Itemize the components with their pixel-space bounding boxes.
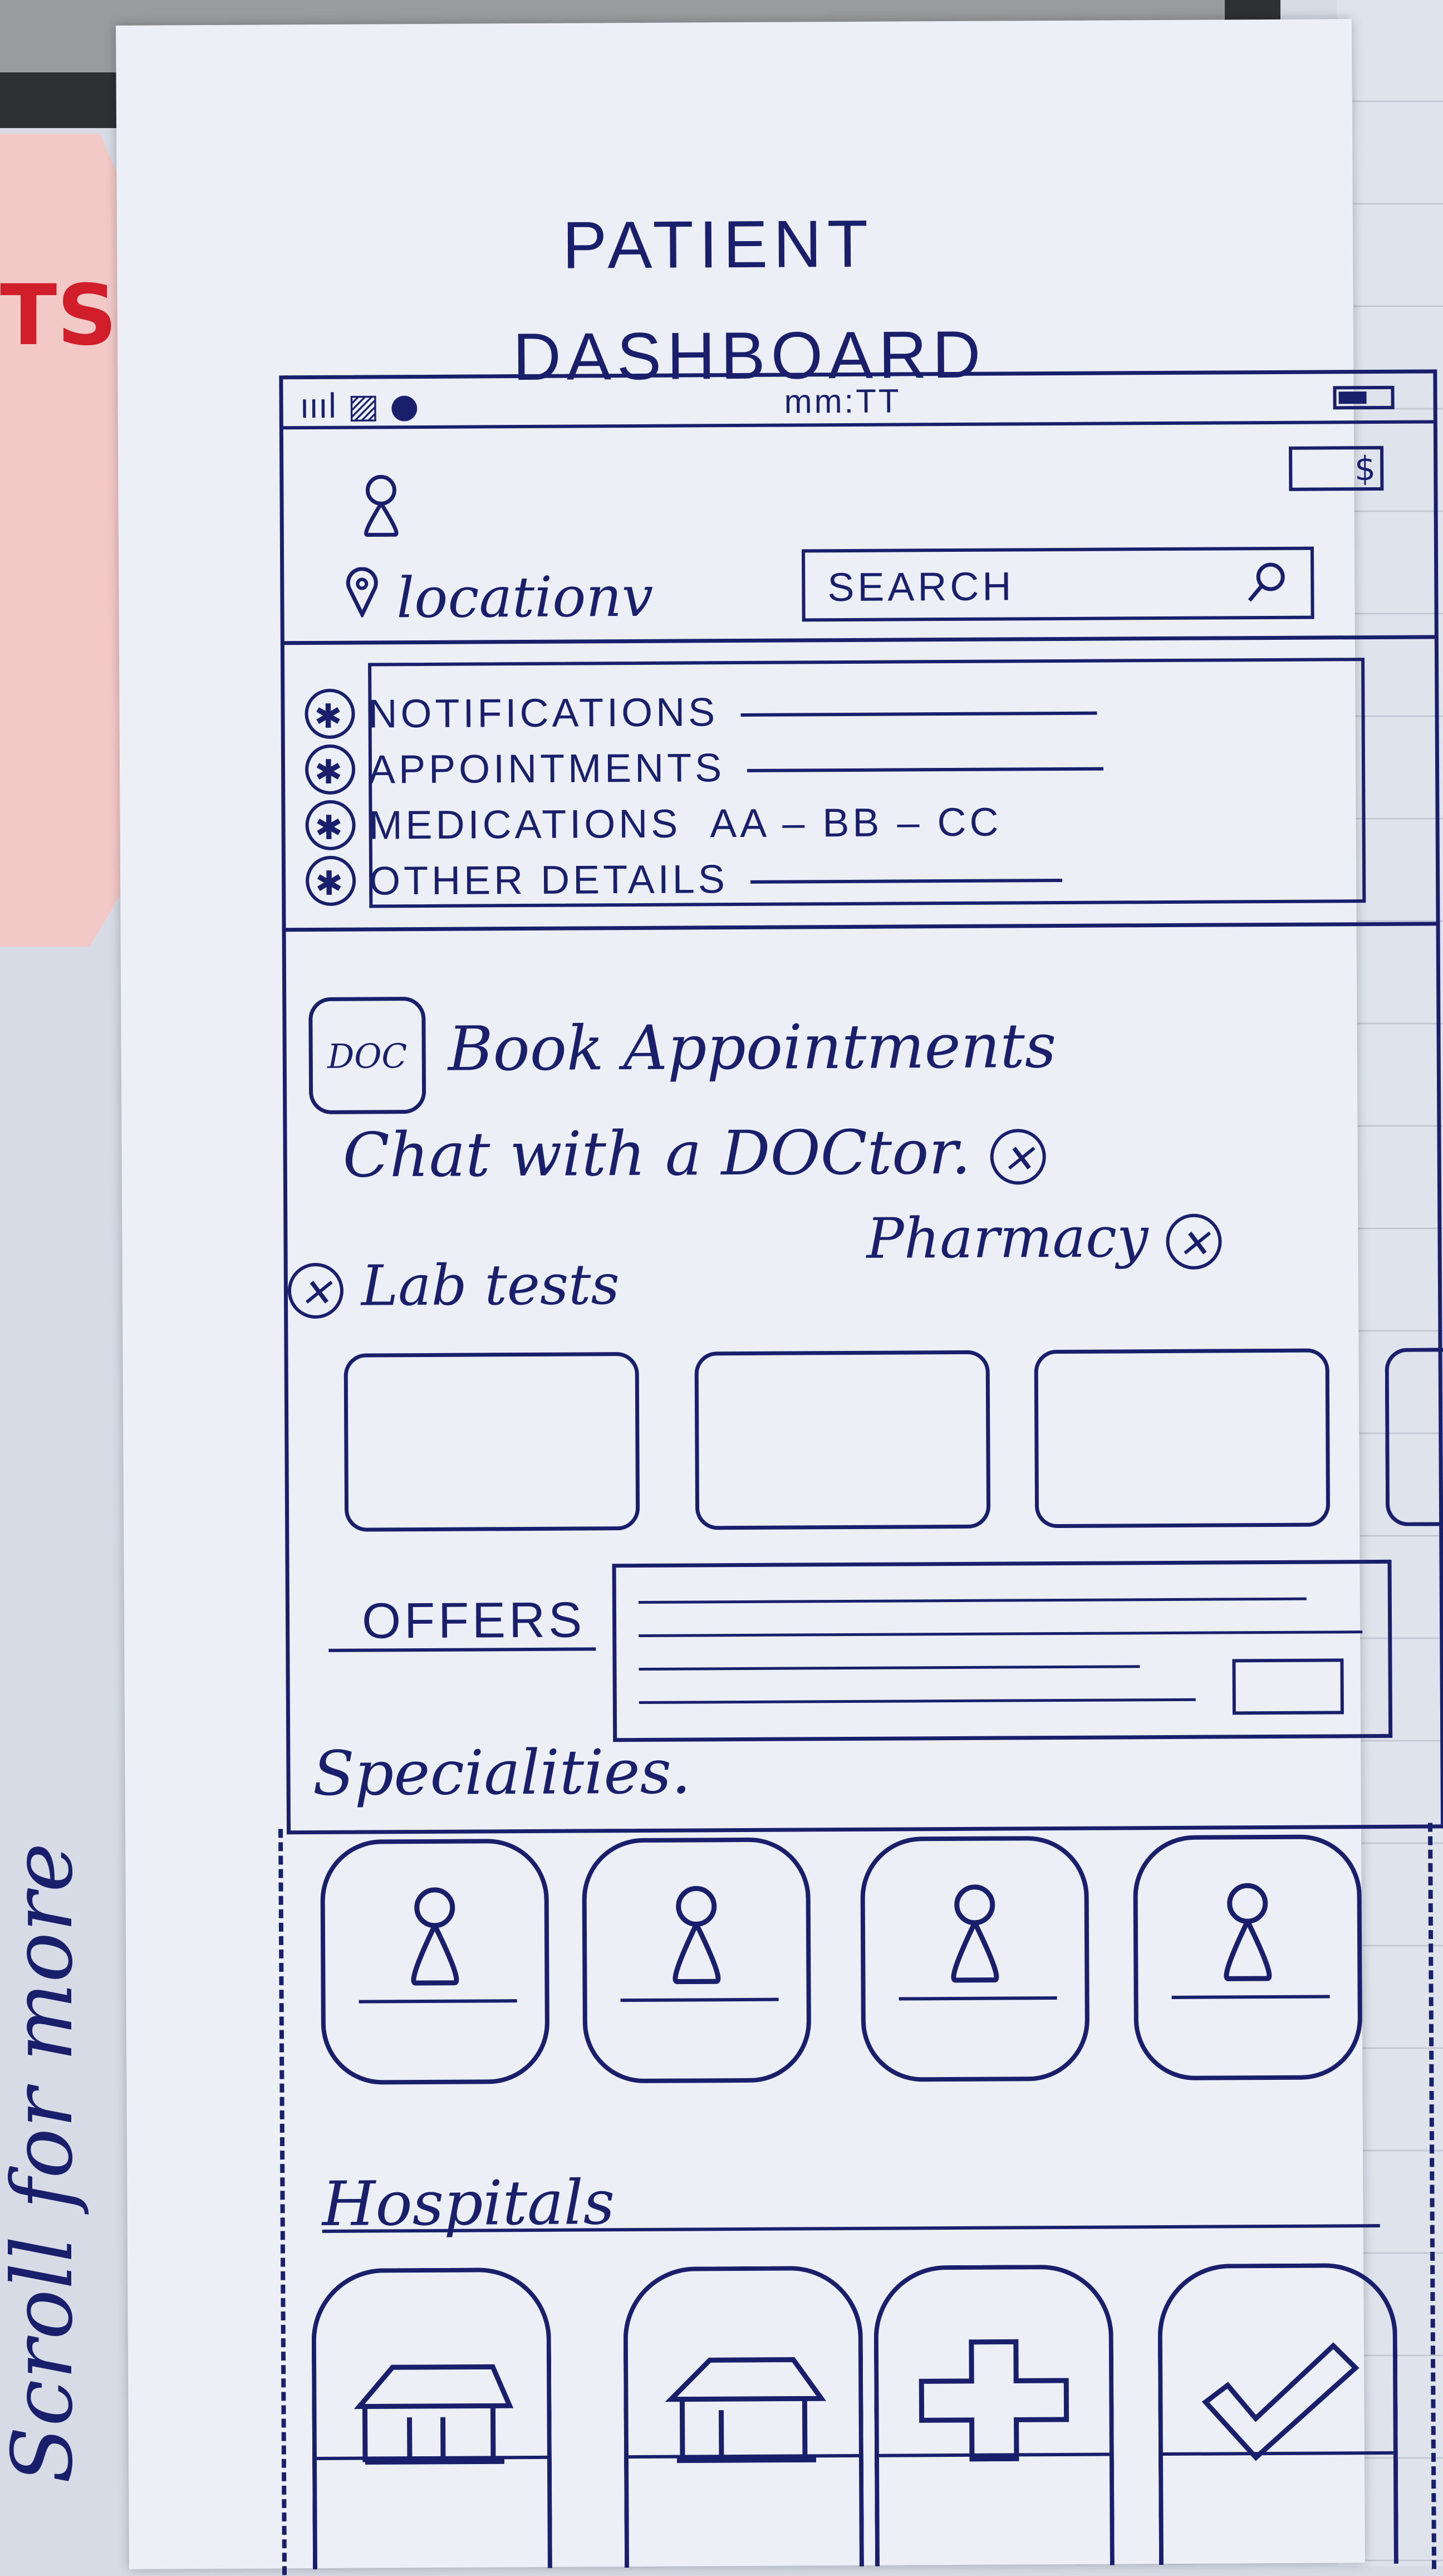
chat-doctor-label: Chat with a DOCtor. [342, 1116, 971, 1191]
hospital-tile[interactable] [623, 2265, 864, 2568]
pharmacy-label: Pharmacy [866, 1204, 1148, 1271]
asterisk-icon: ✱ [305, 744, 356, 795]
speciality-tile[interactable] [1133, 1834, 1363, 2081]
signal-icons: ıııl ▨ ● [300, 386, 419, 427]
close-circle-icon: ✕ [990, 1129, 1047, 1185]
scroll-boundary [278, 1829, 287, 2575]
speciality-tile[interactable] [860, 1835, 1090, 2082]
scribble-line [638, 1597, 1307, 1604]
lab-tests-label: Lab tests [361, 1252, 620, 1319]
scribble-line [639, 1665, 1140, 1671]
summary-row-medications[interactable]: ✱ MEDICATIONS AA – BB – CC [305, 797, 1002, 851]
sticky-note [0, 134, 128, 947]
doctor-icon [411, 1887, 459, 1986]
chevron-down-icon: v [621, 564, 654, 630]
speciality-tile[interactable] [582, 1837, 812, 2084]
carousel-card[interactable] [694, 1350, 991, 1530]
battery-icon [1333, 385, 1395, 410]
specialities-label: Specialities. [312, 1736, 691, 1810]
summary-label: APPOINTMENTS [368, 746, 725, 792]
scribble-line [639, 1698, 1196, 1704]
location-pin-icon [345, 565, 379, 630]
carousel-card[interactable] [343, 1351, 640, 1532]
status-time: mm:TT [784, 382, 901, 420]
hospital-tile[interactable] [311, 2267, 552, 2570]
close-circle-icon: ✕ [287, 1263, 344, 1319]
tile-underline [1171, 1995, 1330, 1999]
wallet-icon[interactable]: $ [1289, 445, 1384, 491]
search-box[interactable]: SEARCH [801, 546, 1314, 622]
house-icon [665, 2357, 827, 2464]
speciality-tile[interactable] [320, 1838, 550, 2085]
pharmacy-link[interactable]: Pharmacy ✕ [866, 1204, 1222, 1271]
doctor-badge-icon[interactable]: DOC [308, 996, 426, 1115]
hospital-tile[interactable] [1157, 2262, 1398, 2565]
hospital-tile[interactable] [873, 2264, 1115, 2567]
summary-value: AA – BB – CC [710, 800, 1002, 846]
summary-panel: ✱ NOTIFICATIONS ✱ APPOINTMENTS ✱ MEDICATION… [305, 658, 1366, 908]
tile-underline [620, 1997, 779, 2002]
asterisk-icon: ✱ [305, 688, 355, 740]
asterisk-icon: ✱ [305, 800, 356, 851]
scroll-for-more-note: Scroll for more [0, 1843, 91, 2484]
header-divider [280, 635, 1439, 645]
summary-row-appointments[interactable]: ✱ APPOINTMENTS [305, 741, 1104, 795]
placeholder-line [750, 878, 1062, 884]
wallet-dollar: $ [1354, 449, 1376, 489]
offers-underline [328, 1647, 596, 1652]
lab-tests-link[interactable]: ✕ Lab tests [287, 1252, 620, 1319]
summary-label: MEDICATIONS [369, 801, 681, 848]
asterisk-icon: ✱ [305, 855, 356, 907]
medical-cross-icon [919, 2339, 1069, 2462]
offer-cta-button[interactable] [1232, 1658, 1344, 1715]
summary-label: OTHER DETAILS [369, 857, 729, 904]
close-circle-icon: ✕ [1166, 1213, 1222, 1270]
summary-divider [282, 922, 1440, 932]
location-label: location [396, 564, 622, 631]
search-icon[interactable] [1244, 560, 1289, 615]
house-icon [354, 2364, 514, 2465]
location-selector[interactable]: locationv [345, 564, 654, 631]
page-title-line1: PATIENT [562, 206, 874, 283]
book-appointments-link[interactable]: Book Appointments [448, 1010, 1057, 1085]
offers-banner[interactable] [612, 1559, 1393, 1742]
scribble-line [639, 1630, 1363, 1637]
doctor-icon [1224, 1883, 1272, 1981]
summary-row-notifications[interactable]: ✱ NOTIFICATIONS [305, 685, 1097, 740]
summary-row-other-details[interactable]: ✱ OTHER DETAILS [305, 852, 1062, 907]
placeholder-line [740, 711, 1097, 717]
carousel-card-partial[interactable] [1385, 1348, 1443, 1526]
tile-underline [899, 1996, 1057, 2001]
chat-doctor-link[interactable]: Chat with a DOCtor. ✕ [342, 1116, 1047, 1191]
doctor-icon [951, 1884, 999, 1983]
tile-underline [359, 1999, 517, 2004]
placeholder-line [747, 767, 1104, 772]
offers-label: OFFERS [361, 1592, 586, 1649]
checkmark-icon [1201, 2342, 1359, 2461]
carousel-card[interactable] [1034, 1348, 1331, 1529]
person-icon[interactable] [356, 473, 406, 555]
search-input[interactable]: SEARCH [827, 564, 1015, 610]
doctor-icon [673, 1886, 721, 1985]
phone-frame: ıııl ▨ ● mm:TT $ locationv SEARCH [279, 369, 1443, 1835]
status-bar: ıııl ▨ ● mm:TT [283, 373, 1434, 430]
summary-label: NOTIFICATIONS [368, 690, 719, 737]
sketch-paper: PATIENT DASHBOARD ıııl ▨ ● mm:TT $ loc [116, 19, 1443, 2575]
sticky-note-text: TS [0, 267, 117, 364]
